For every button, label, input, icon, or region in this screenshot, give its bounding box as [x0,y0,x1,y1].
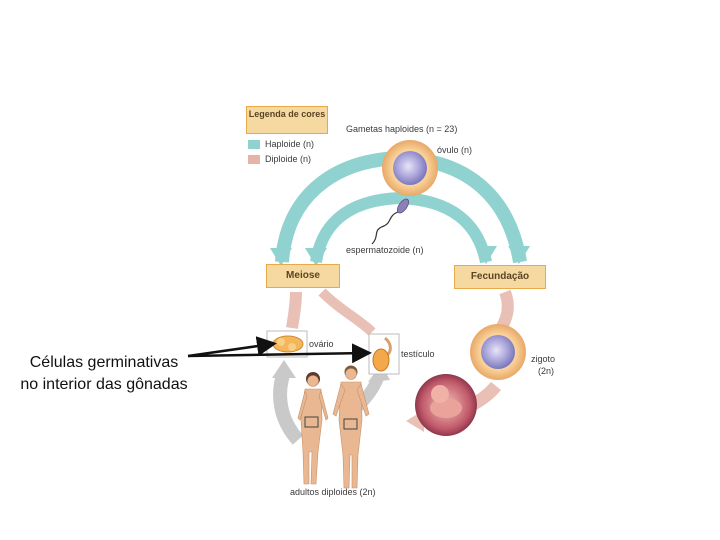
female-gonad-box [304,416,319,428]
meiose-box: Meiose [266,264,340,288]
arrowhead-outer-right [508,246,530,264]
ovario-follicle-1 [277,338,285,346]
pointer-arrow-ovario [187,336,277,358]
sperm-head [396,198,410,214]
zigoto-label: zigoto [531,354,556,364]
gray-arrow-left [273,369,304,445]
meiose-to-ovario-arc [286,291,302,329]
ovulo-nucleus [393,151,427,185]
caption-line-2: no interior das gônadas [20,376,188,393]
caption-line-1: Células germinativas [29,354,179,371]
legend-diploid-swatch [248,155,260,164]
legend-diploid-label: Diploide (n) [265,154,312,164]
meiose-to-testiculo-arc [318,288,376,336]
male-adult [332,365,370,489]
caption: Células germinativas no interior das gôn… [6,352,202,396]
female-adult [297,372,329,485]
zigoto-ploidy-label: (2n) [538,366,555,376]
testiculo-label: testículo [401,349,435,359]
gray-arrowhead-left [272,360,296,378]
fetus-body [430,398,462,418]
espermatozoide-label: espermatozoide (n) [346,245,424,255]
ovario-follicle-2 [288,343,296,351]
inner-haploid-arc [310,191,492,264]
zigoto-nucleus [481,335,515,369]
sperm-tail [371,211,399,245]
pointer-arrow-testiculo [187,343,372,364]
arrowhead-inner-left [305,248,327,266]
ovulo-label: óvulo (n) [437,145,473,155]
legend-title: Legenda de cores [246,106,328,134]
arrowhead-outer-left [270,248,292,266]
gametas-label: Gametas haploides (n = 23) [346,124,458,134]
fecundacao-box: Fecundação [454,265,546,289]
ovario-label: ovário [309,339,334,349]
fetus-head [431,385,449,403]
legend-haploid-swatch [248,140,260,149]
adultos-label: adultos diploides (2n) [290,487,376,497]
testiculo-image [372,348,390,372]
arrowhead-inner-right [475,246,497,264]
male-gonad-box [343,418,358,430]
ovario-image [272,335,304,353]
legend-haploid-label: Haploide (n) [265,139,315,149]
